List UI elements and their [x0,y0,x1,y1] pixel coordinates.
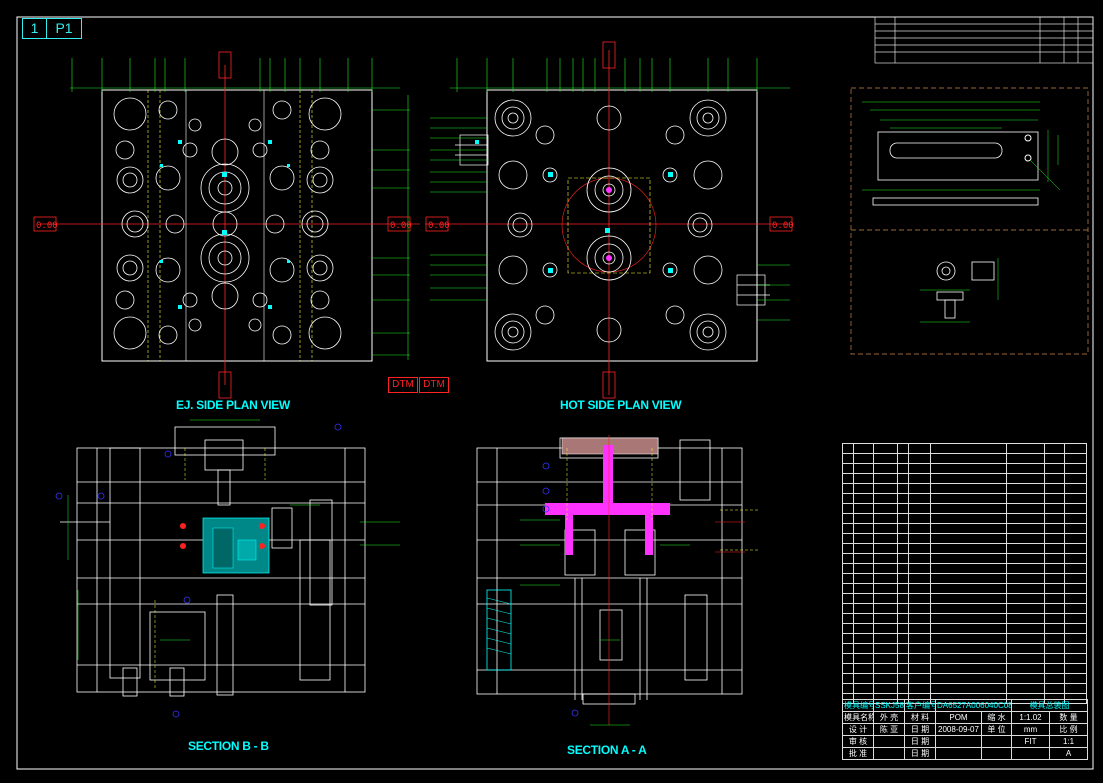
hot-side-plan-view-label: HOT SIDE PLAN VIEW [560,398,682,412]
bom-row [842,483,1087,494]
customer-number-label: 客户编号 [904,699,936,712]
part-name-label: 模具名称 [842,711,874,724]
bom-row [842,493,1087,504]
hot-dimension-lines [430,58,790,321]
svg-text:0.00: 0.00 [428,221,450,231]
mold-number: SSKJ582 [873,699,905,712]
mold-number-label: 模具编号 [842,699,874,712]
bom-row [842,643,1087,654]
drawing-title: 模具总装图 [1011,699,1088,712]
fit-label: FIT [1011,735,1050,748]
bom-row [842,533,1087,544]
sheet-code: A [1049,747,1088,760]
part-name: 外 壳 [873,711,905,724]
hot-side-plan-view: 0.00 0.00 [425,41,794,399]
section-aa-label: SECTION A - A [567,743,647,757]
scale-label: 比 例 [1049,723,1088,736]
bom-row [842,453,1087,464]
bom-row [842,563,1087,574]
bom-row [842,633,1087,644]
ej-side-plan-view: 0.00 0.00 [33,51,420,399]
bom-row [842,443,1087,454]
review-date-label: 日 期 [904,735,936,748]
approver-label: 批 准 [842,747,874,760]
section-bb-cavity [55,419,400,718]
bom-row [842,603,1087,614]
material-label: 材 料 [904,711,936,724]
bom-row [842,513,1087,524]
designer: 陈 亚 [873,723,905,736]
bom-row [842,683,1087,694]
unit-label: 单 位 [981,723,1012,736]
shrink-label: 缩 水 [981,711,1012,724]
sheet-border [16,16,1094,770]
reviewer-label: 审 核 [842,735,874,748]
bom-row [842,503,1087,514]
section-aa-hot-runner [486,435,760,726]
approve-date-label: 日 期 [904,747,936,760]
bom-row [842,613,1087,624]
bom-row [842,463,1087,474]
bill-of-materials [842,443,1087,704]
bom-row [842,673,1087,684]
unit: mm [1011,723,1050,736]
revision-table [874,16,1094,64]
bom-row [842,573,1087,584]
bom-row [842,623,1087,634]
bom-row [842,583,1087,594]
customer-number: DA6527A006040C08-220 [935,699,1012,712]
bom-row [842,473,1087,484]
svg-text:0.00: 0.00 [390,221,412,231]
shrink-value: 1:1.02 [1011,711,1050,724]
bom-row [842,663,1087,674]
ej-dimension-lines [70,58,410,360]
designer-label: 设 计 [842,723,874,736]
section-bb [60,426,366,697]
section-bb-label: SECTION B - B [188,739,269,753]
layout-tab-p1[interactable]: P1 [46,18,82,39]
title-block: 模具编号 SSKJ582 客户编号 DA6527A006040C08-220 模… [842,699,1088,760]
scale-value: 1:1 [1049,735,1088,748]
svg-text:0.00: 0.00 [36,221,58,231]
datum-label-1: DTM [388,377,418,393]
ej-side-plan-view-label: EJ. SIDE PLAN VIEW [176,398,290,412]
design-date: 2008-09-07 [935,723,982,736]
bom-row [842,593,1087,604]
date-label: 日 期 [904,723,936,736]
bom-row [842,553,1087,564]
bom-row [842,653,1087,664]
datum-label-2: DTM [419,377,449,393]
quantity-label: 数 量 [1049,711,1088,724]
svg-text:0.00: 0.00 [772,221,794,231]
bom-row [842,543,1087,554]
material: POM [935,711,982,724]
part-detail-view [850,87,1089,355]
bom-row [842,523,1087,534]
